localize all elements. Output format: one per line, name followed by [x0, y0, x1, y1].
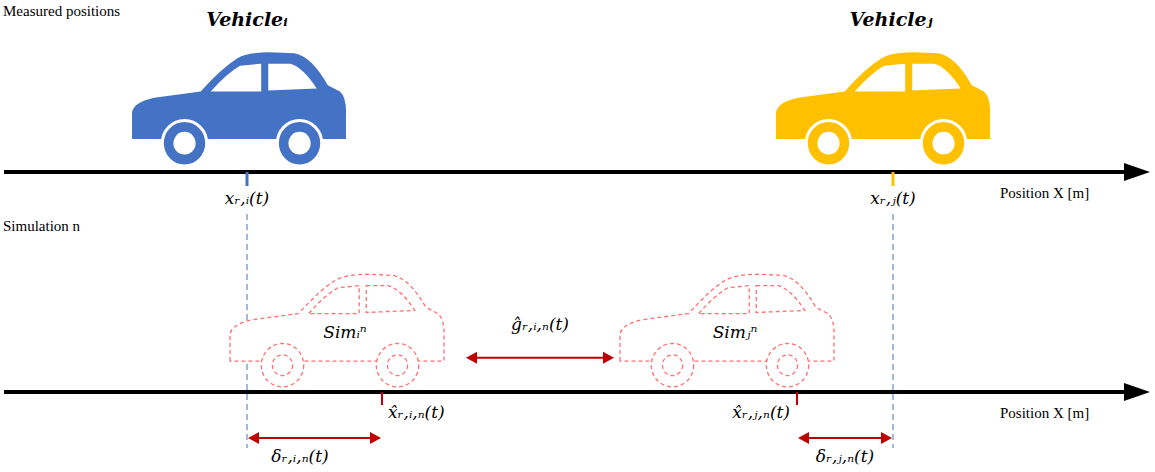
axis-arrowhead — [1124, 163, 1150, 181]
measured-vehicle: Vehicleᵢ — [128, 6, 366, 168]
car-wheel — [162, 120, 206, 165]
vehicle-label: Vehicleᵢ — [128, 8, 366, 31]
car-hub — [288, 132, 310, 155]
car-body — [230, 274, 444, 361]
car-body — [620, 274, 834, 361]
panel-title: Simulation n — [3, 217, 80, 235]
position-label: x̂ᵣ,ᵢ,ₙ(t) — [388, 402, 445, 422]
reference-line — [893, 214, 894, 448]
car-window — [211, 64, 261, 92]
car-wheel — [806, 120, 850, 165]
car-window — [366, 286, 414, 313]
car-hub — [817, 132, 839, 155]
position-tick — [796, 392, 798, 405]
car-window — [756, 286, 804, 313]
arrowhead — [603, 352, 614, 364]
car-hub — [173, 132, 195, 155]
connector-line — [474, 357, 606, 359]
car-wheel — [376, 344, 418, 387]
simulation-label: Simⱼⁿ — [616, 322, 854, 342]
arrowhead — [248, 432, 259, 444]
simulated-vehicle: Simⱼⁿ — [616, 266, 854, 390]
arrowhead — [798, 432, 809, 444]
car-wheel — [277, 120, 321, 165]
gap-label: ĝᵣ,ᵢ,ₙ(t) — [509, 314, 571, 334]
car-hub — [932, 132, 954, 155]
offset-arrow — [805, 437, 885, 439]
position-label: x̂ᵣ,ⱼ,ₙ(t) — [732, 402, 790, 422]
simulated-vehicle: Simᵢⁿ — [226, 266, 464, 390]
position-label: xᵣ,ᵢ(t) — [225, 188, 269, 208]
arrowhead — [370, 432, 381, 444]
vehicle-label: Vehicleⱼ — [772, 8, 1010, 31]
position-axis — [4, 390, 1128, 394]
car-wheel — [261, 344, 303, 387]
offset-arrow — [255, 437, 374, 439]
position-label: xᵣ,ⱼ(t) — [870, 188, 915, 208]
offset-label: δᵣ,ⱼ,ₙ(t) — [816, 446, 874, 466]
car-window — [912, 64, 960, 91]
gap-arrow — [466, 352, 614, 364]
position-tick — [892, 172, 895, 186]
position-tick — [381, 392, 383, 405]
car-illustration — [772, 44, 994, 168]
simulation-label: Simᵢⁿ — [226, 322, 464, 342]
position-tick — [246, 172, 249, 186]
car-hub — [272, 355, 292, 376]
car-hub — [387, 355, 407, 376]
axis-arrowhead — [1124, 383, 1150, 401]
offset-label: δᵣ,ᵢ,ₙ(t) — [271, 446, 328, 466]
axis-label: Position X [m] — [1000, 184, 1089, 202]
arrowhead — [881, 432, 892, 444]
arrowhead — [466, 352, 477, 364]
position-axis — [4, 170, 1128, 174]
axis-label: Position X [m] — [1000, 404, 1089, 422]
car-hub — [662, 355, 682, 376]
measured-vehicle: Vehicleⱼ — [772, 6, 1010, 168]
car-wheel — [921, 120, 965, 165]
car-wheel — [766, 344, 808, 387]
car-hub — [777, 355, 797, 376]
car-wheel — [651, 344, 693, 387]
panel-title: Measured positions — [3, 2, 120, 20]
car-window — [309, 286, 359, 314]
car-illustration — [128, 44, 350, 168]
car-window — [268, 64, 316, 91]
car-window — [699, 286, 749, 314]
car-window — [855, 64, 905, 92]
